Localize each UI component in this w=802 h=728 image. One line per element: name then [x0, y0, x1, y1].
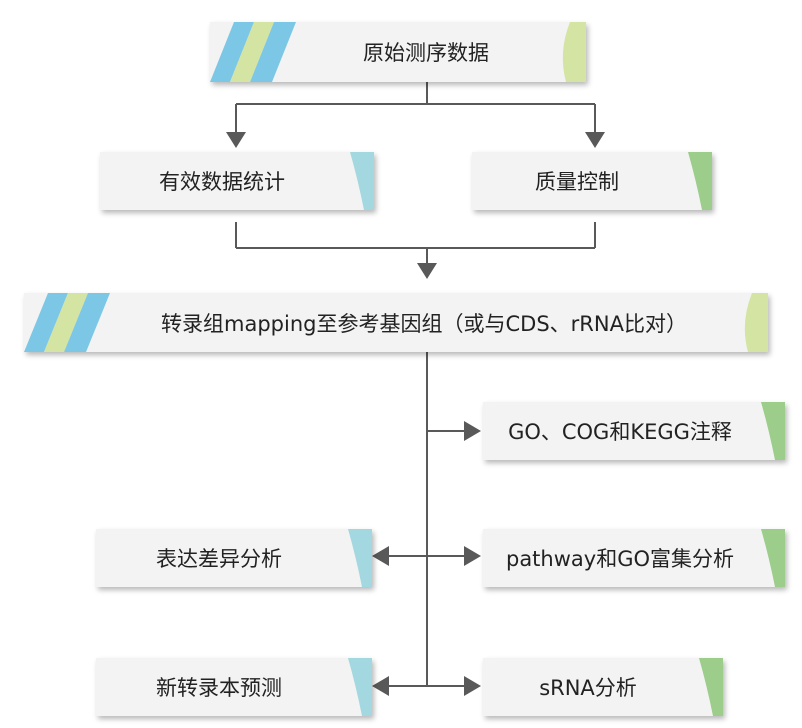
- node-new-transcript: 新转录本预测: [96, 658, 372, 716]
- node-diff-expression: 表达差异分析: [96, 529, 372, 587]
- node-label: 质量控制: [535, 170, 619, 194]
- node-valid-stats: 有效数据统计: [100, 152, 374, 210]
- corner-tab-decoration: [562, 22, 586, 82]
- arrowhead-to-mapping: [417, 263, 437, 279]
- arrowhead-to-qc: [585, 132, 605, 148]
- corner-tab-decoration: [744, 293, 768, 352]
- node-label: 新转录本预测: [156, 676, 282, 700]
- corner-tab-decoration: [699, 658, 723, 716]
- node-annotation: GO、COG和KEGG注释: [483, 402, 785, 460]
- node-label: 表达差异分析: [156, 547, 282, 571]
- arrowhead-to-new-transcript: [372, 676, 389, 696]
- node-raw-data: 原始测序数据: [210, 22, 586, 82]
- arrowhead-to-pathway: [464, 546, 481, 566]
- arrowhead-to-annotation: [464, 421, 481, 441]
- node-pathway-go: pathway和GO富集分析: [483, 529, 785, 587]
- node-label: 转录组mapping至参考基因组（或与CDS、rRNA比对）: [161, 311, 687, 336]
- node-label: 原始测序数据: [363, 41, 489, 65]
- node-mapping: 转录组mapping至参考基因组（或与CDS、rRNA比对）: [24, 293, 768, 352]
- node-label: 有效数据统计: [159, 170, 285, 194]
- arrowhead-to-srna: [464, 676, 481, 696]
- arrowhead-to-stats: [226, 132, 246, 148]
- corner-tab-decoration: [350, 152, 374, 210]
- corner-tab-decoration: [761, 402, 785, 460]
- node-quality-control: 质量控制: [472, 152, 712, 210]
- stripe-decoration: [210, 22, 296, 82]
- node-label: GO、COG和KEGG注释: [508, 420, 732, 444]
- corner-tab-decoration: [761, 529, 785, 587]
- corner-tab-decoration: [348, 529, 372, 587]
- arrowhead-to-diff-expression: [372, 546, 389, 566]
- node-label: sRNA分析: [539, 676, 637, 700]
- corner-tab-decoration: [688, 152, 712, 210]
- node-label: pathway和GO富集分析: [505, 547, 735, 571]
- stripe-decoration: [24, 293, 110, 352]
- node-srna: sRNA分析: [483, 658, 723, 716]
- corner-tab-decoration: [348, 658, 372, 716]
